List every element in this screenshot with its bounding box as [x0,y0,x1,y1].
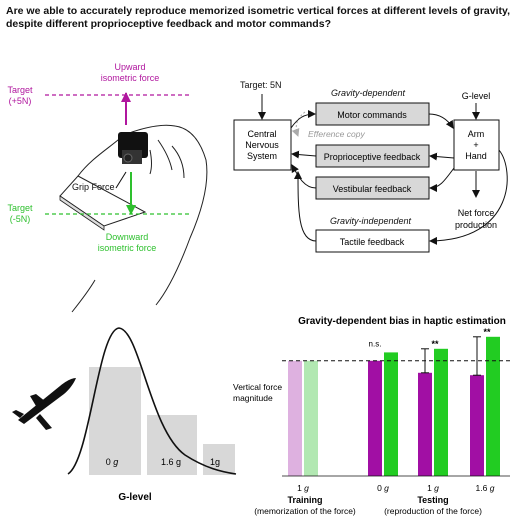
bar-purple-1 [368,360,382,476]
efference-copy-arrow [291,111,306,137]
upward-label-2: isometric force [101,73,160,83]
group-label-3: 1.6 g [476,483,495,493]
hand-panel: Upward isometric force Target (+5N) Grip… [7,62,208,313]
arm-label-2: + [473,140,478,150]
training-sub-label: (memorization of the force) [254,506,356,516]
bar-purple-3 [470,375,484,476]
svg-text:0 g: 0 g [106,457,119,467]
efference-copy-label: Efference copy [308,129,365,139]
cns-label-3: System [247,151,277,161]
gravity-independent-label: Gravity-independent [330,216,412,226]
bar-green-3 [486,336,500,476]
cns-label-2: Nervous [245,140,279,150]
gravity-dependent-label: Gravity-dependent [331,88,406,98]
net-force-label-2: production [455,220,497,230]
downward-label-1: Downward [106,232,149,242]
g-level-axis-label: G-level [118,492,152,503]
arm-label-1: Arm [468,129,485,139]
airplane-icon [18,378,76,424]
target-down-label-1: Target [7,203,33,213]
target-down-label-2: (-5N) [10,214,31,224]
proprioceptive-label: Proprioceptive feedback [324,152,421,162]
net-force-label-1: Net force [458,208,495,218]
significance-3: ** [483,327,491,337]
group-label-unit-2: g [434,483,439,493]
significance-2: ** [431,339,439,349]
chart-title: Gravity-dependent bias in haptic estimat… [298,316,506,327]
chart-ylabel-1: Vertical force [233,382,282,392]
cns-box [233,119,292,171]
target-up-label-2: (+5N) [9,96,32,106]
group-label-unit-1: g [384,483,389,493]
hand-outline [77,124,208,306]
testing-sub-label: (reproduction of the force) [384,506,482,516]
bias-chart: Gravity-dependent bias in haptic estimat… [233,316,510,516]
bar-green-1 [384,352,398,476]
training-label: Training [287,495,322,505]
tactile-label: Tactile feedback [340,237,405,247]
cns-label-1: Central [247,129,276,139]
grip-force-label: Grip Force [72,182,115,192]
vestibular-label: Vestibular feedback [333,184,412,194]
bar-purple-0 [288,360,302,476]
arm-hand-box [453,119,500,171]
label-0g-num: 0 [106,457,111,467]
testing-label: Testing [417,495,448,505]
downward-label-2: isometric force [98,243,157,253]
bar-0g [89,367,141,475]
chart-ylabel-2: magnitude [233,393,273,403]
label-1g: 1g [210,457,220,467]
bar-green-2 [434,348,448,476]
group-label-num-0: 1 [297,483,304,493]
chart-annotations: n.s. ** ** [282,327,510,376]
block-diagram: Target: 5N Gravity-dependent Central Ner… [233,80,508,253]
parabola-panel: 0 g 1.6 g 1g G-level [12,327,237,503]
significance-1: n.s. [369,339,382,348]
target-5n-label: Target: 5N [240,80,282,90]
group-label-num-2: 1 [427,483,434,493]
group-label-0: 1 g [297,483,309,493]
group-label-unit-0: g [304,483,309,493]
arm-label-3: Hand [465,151,487,161]
label-16g: 1.6 g [161,457,181,467]
group-label-num-1: 0 [377,483,384,493]
motor-commands-label: Motor commands [337,110,407,120]
target-up-label-1: Target [7,85,33,95]
bar-16g [147,415,197,475]
group-label-1: 0 g [377,483,389,493]
bar-green-0 [304,360,318,476]
figure-title: Are we able to accurately reproduce memo… [6,5,510,30]
group-label-2: 1 g [427,483,439,493]
bar-purple-2 [418,372,432,476]
label-0g-unit: g [113,457,118,467]
group-label-unit-3: g [490,483,495,493]
group-label-num-3: 1.6 [476,483,490,493]
parabolic-trajectory [67,327,237,475]
g-level-label: G-level [462,91,491,101]
upward-label-1: Upward [114,62,145,72]
